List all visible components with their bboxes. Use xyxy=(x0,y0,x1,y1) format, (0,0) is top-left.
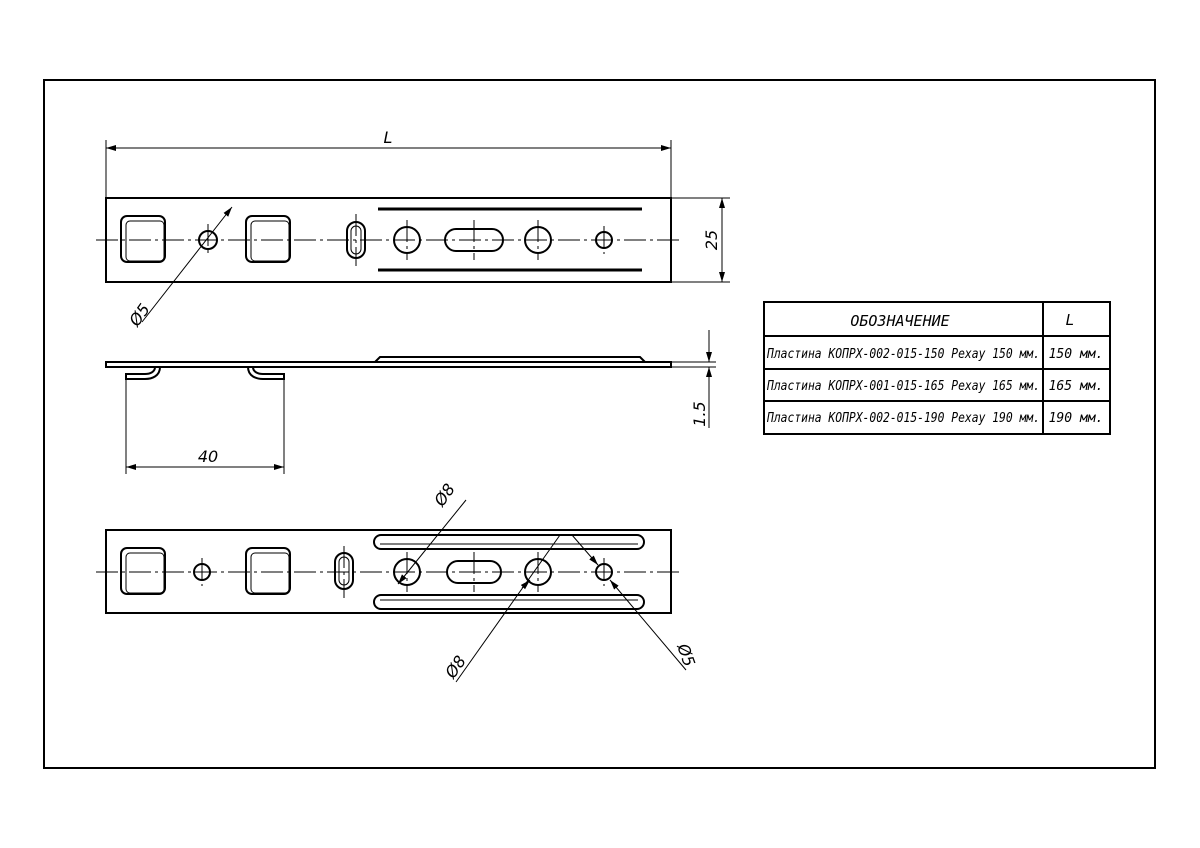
table-row-3-length: 190 мм. xyxy=(1049,411,1104,426)
dim-dia-5-top-label: Ø5 xyxy=(125,300,154,330)
table-header-length: L xyxy=(1065,311,1074,329)
designation-table: ОБОЗНАЧЕНИЕ L Пластина КОПРХ-002-015-150… xyxy=(763,301,1111,435)
dim-length-label: L xyxy=(384,128,393,147)
square-cutout-left-bottom xyxy=(120,547,166,595)
table-header-designation: ОБОЗНАЧЕНИЕ xyxy=(850,312,949,330)
table-row-3-name: Пластина КОПРХ-002-015-190 Рехау 190 мм. xyxy=(766,411,1040,426)
dim-width-label: 25 xyxy=(702,230,721,250)
dim-offset-label: 40 xyxy=(198,447,218,466)
table-row-2-length: 165 мм. xyxy=(1049,379,1104,394)
table-row-2-name: Пластина КОПРХ-001-015-165 Рехау 165 мм. xyxy=(766,379,1040,394)
dim-dia-5-bottom-label: Ø5 xyxy=(673,640,699,669)
table-row-1-length: 150 мм. xyxy=(1049,347,1104,362)
hook-right xyxy=(247,366,285,380)
side-view: 1.5 40 xyxy=(105,330,716,474)
rib-upper-bottom xyxy=(373,534,645,550)
hook-left xyxy=(125,366,161,380)
top-view: L 25 Ø5 xyxy=(96,128,730,330)
table-row-1-name: Пластина КОПРХ-002-015-150 Рехау 150 мм. xyxy=(766,347,1040,362)
dim-dia-8-lower-label: Ø8 xyxy=(441,652,470,682)
square-cutout-right-bottom xyxy=(245,547,291,595)
dim-dia-8-upper-label: Ø8 xyxy=(430,480,459,510)
square-cutout-left xyxy=(120,215,166,263)
rib-lower-bottom xyxy=(373,594,645,610)
bottom-view: Ø8 Ø8 Ø5 xyxy=(96,480,699,682)
sheet-frame xyxy=(43,79,1156,769)
square-cutout-right xyxy=(245,215,291,263)
plate-side-profile xyxy=(105,361,672,368)
dim-thickness-label: 1.5 xyxy=(690,401,709,426)
